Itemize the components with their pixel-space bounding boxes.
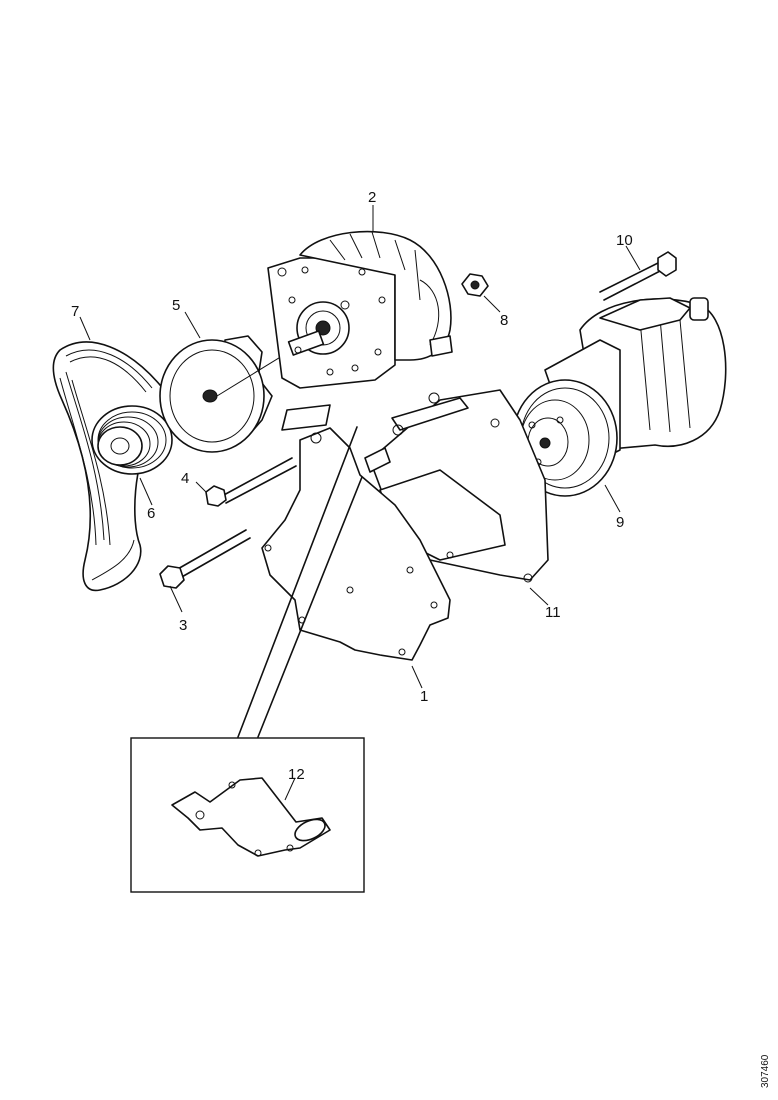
callout-3: 3	[179, 617, 187, 634]
short-bolt-icon	[205, 457, 297, 507]
drive-belt-icon	[52, 341, 171, 592]
callout-7: 7	[71, 303, 79, 320]
mounting-bolt-icon	[159, 529, 251, 589]
callout-11: 11	[545, 604, 561, 621]
callout-12: 12	[288, 766, 305, 783]
detail-pointer	[237, 426, 363, 738]
callout-9: 9	[616, 514, 624, 531]
callout-5: 5	[172, 297, 180, 314]
detail-inset	[130, 737, 365, 893]
callout-1: 1	[420, 688, 428, 705]
nut-icon	[461, 273, 489, 297]
callout-6: 6	[147, 505, 155, 522]
callout-2: 2	[368, 189, 376, 206]
callout-labels: 1 2 3 4 5 6 7 8 9 10 11 12	[71, 189, 633, 783]
callout-8: 8	[500, 312, 508, 329]
callout-4: 4	[181, 470, 189, 487]
small-pulley-icon	[91, 405, 173, 475]
engine-plate-icon	[261, 404, 451, 661]
alternator-icon	[267, 230, 453, 389]
alternator-pulley-icon	[159, 335, 301, 453]
ac-compressor-icon	[512, 297, 727, 497]
callout-10: 10	[616, 232, 633, 249]
long-bolt-icon	[599, 251, 677, 301]
bracket-variant-icon	[171, 777, 331, 857]
leader-lines	[79, 205, 641, 801]
reference-number: 307460	[760, 1054, 771, 1088]
